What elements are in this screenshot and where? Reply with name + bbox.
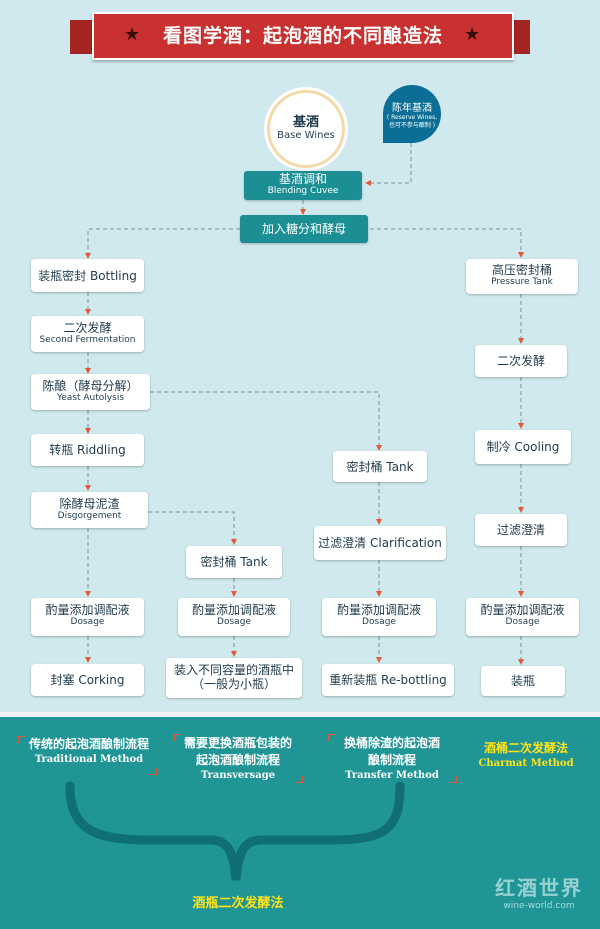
tank-node-2: 密封桶 Tank	[333, 451, 427, 482]
blending-en: Blending Cuvee	[267, 186, 339, 196]
blending-zh: 基酒调和	[278, 172, 327, 186]
bottling-label: 装瓶	[510, 674, 535, 688]
bottle-fermentation-label: 酒瓶二次发酵法	[192, 896, 284, 911]
page-title: 看图学酒：起泡酒的不同酿造法	[162, 25, 443, 47]
wine-world-logo: 红酒世界	[495, 876, 583, 900]
charmat-method-label: 酒桶二次发酵法 Charmat Method	[466, 740, 586, 770]
base-wines-node: 基酒 Base Wines	[267, 90, 345, 168]
traditional-en: Traditional Method	[34, 754, 144, 765]
sugar-yeast-label: 加入糖分和酵母	[261, 222, 346, 236]
dosage-node-4: 酌量添加调配液 Dosage	[466, 598, 579, 636]
dosage-zh: 酌量添加调配液	[45, 603, 130, 617]
second-fermentation-node: 二次发酵 Second Fermentation	[31, 316, 144, 352]
reserve-wines-en: ( Reserve Wines,	[386, 114, 438, 121]
pressure-tank-node: 高压密封桶 Pressure Tank	[466, 259, 578, 294]
base-wines-en: Base Wines	[277, 130, 335, 141]
wine-world-url: wine-world.com	[503, 901, 575, 911]
second-fermentation-node-4: 二次发酵	[475, 345, 567, 377]
dosage-node-1: 酌量添加调配液 Dosage	[31, 598, 144, 636]
title-banner: ★ 看图学酒：起泡酒的不同酿造法 ★	[92, 12, 514, 60]
dosage-zh: 酌量添加调配液	[480, 603, 565, 617]
rebottling-node: 重新装瓶 Re-bottling	[322, 664, 454, 696]
yeast-autolysis-en: Yeast Autolysis	[56, 393, 125, 403]
sugar-yeast-node: 加入糖分和酵母	[240, 215, 368, 243]
clarification-label: 过滤澄清 Clarification	[318, 536, 442, 550]
transversage-zh-1: 需要更换酒瓶包装的	[183, 736, 292, 750]
clarification-node-4: 过滤澄清	[475, 514, 567, 546]
reserve-wines-note: 也可不参与酿制 )	[388, 122, 436, 129]
charmat-en: Charmat Method	[478, 758, 574, 769]
rebottling-label: 重新装瓶 Re-bottling	[329, 673, 447, 687]
small-bottle-line2: （一般为小瓶）	[191, 677, 276, 691]
dosage-zh: 酌量添加调配液	[336, 603, 421, 617]
yeast-autolysis-node: 陈酿（酵母分解） Yeast Autolysis	[31, 374, 150, 410]
riddling-node: 转瓶 Riddling	[31, 434, 144, 466]
bottling-node: 装瓶密封 Bottling	[31, 259, 144, 292]
bracket-corner	[18, 736, 25, 743]
corking-node: 封塞 Corking	[31, 664, 144, 696]
transfer-zh-1: 换桶除渣的起泡酒	[343, 736, 440, 750]
tank-node-1: 密封桶 Tank	[186, 546, 282, 578]
dosage-en: Dosage	[362, 617, 396, 627]
brand-watermark: 红酒世界 wine-world.com	[494, 872, 584, 911]
dosage-zh: 酌量添加调配液	[191, 603, 276, 617]
dosage-en: Dosage	[505, 617, 540, 627]
tank-label: 密封桶 Tank	[346, 459, 414, 474]
reserve-wines-zh: 陈年基酒	[392, 103, 432, 114]
disgorgement-node: 除酵母泥渣 Disgorgement	[31, 492, 148, 528]
cooling-label: 制冷 Cooling	[486, 440, 560, 454]
corking-label: 封塞 Corking	[50, 673, 125, 687]
second-fermentation-en: Second Fermentation	[39, 335, 136, 345]
bracket-corner	[174, 734, 181, 741]
clarification-label: 过滤澄清	[496, 523, 545, 537]
transversage-zh-2: 起泡酒酿制流程	[195, 753, 280, 767]
dosage-node-2: 酌量添加调配液 Dosage	[178, 598, 290, 636]
bracket-corner	[150, 768, 157, 775]
blending-node: 基酒调和 Blending Cuvee	[244, 171, 362, 200]
bracket-corner	[450, 776, 457, 783]
small-bottle-line1: 装入不同容量的酒瓶中	[173, 663, 294, 677]
tank-label: 密封桶 Tank	[200, 555, 268, 569]
transversage-en: Transversage	[200, 770, 276, 781]
base-wines-zh: 基酒	[292, 115, 319, 130]
transfer-method-label: 换桶除渣的起泡酒 酿制流程 Transfer Method	[330, 735, 454, 782]
transversage-label: 需要更换酒瓶包装的 起泡酒酿制流程 Transversage	[176, 735, 300, 782]
connector-lines	[85, 143, 524, 665]
small-bottle-node: 装入不同容量的酒瓶中 （一般为小瓶）	[166, 658, 302, 698]
cooling-node: 制冷 Cooling	[475, 430, 571, 464]
yeast-autolysis-zh: 陈酿（酵母分解）	[42, 379, 139, 393]
star-icon: ★	[124, 24, 141, 45]
second-fermentation-label: 二次发酵	[496, 354, 545, 368]
transfer-en: Transfer Method	[345, 770, 439, 781]
dosage-en: Dosage	[217, 617, 251, 627]
transfer-zh-2: 酿制流程	[367, 753, 416, 767]
disgorgement-zh: 除酵母泥渣	[59, 497, 120, 511]
bottling-label: 装瓶密封 Bottling	[38, 268, 137, 283]
riddling-label: 转瓶 Riddling	[49, 443, 126, 457]
disgorgement-en: Disgorgement	[57, 511, 122, 521]
dosage-en: Dosage	[70, 617, 105, 627]
second-fermentation-zh: 二次发酵	[63, 321, 112, 335]
charmat-zh: 酒桶二次发酵法	[483, 741, 568, 755]
bracket-corner	[296, 776, 303, 783]
bottling-node-4: 装瓶	[481, 666, 565, 696]
bracket-corner	[328, 734, 335, 741]
traditional-method-label: 传统的起泡酒酿制流程 Traditional Method	[20, 736, 158, 766]
dosage-node-3: 酌量添加调配液 Dosage	[322, 598, 436, 636]
reserve-wines-node: 陈年基酒 ( Reserve Wines, 也可不参与酿制 )	[383, 85, 441, 143]
pressure-tank-en: Pressure Tank	[491, 277, 553, 287]
star-icon: ★	[464, 24, 481, 45]
clarification-node: 过滤澄清 Clarification	[314, 526, 446, 560]
pressure-tank-zh: 高压密封桶	[491, 263, 552, 277]
traditional-zh: 传统的起泡酒酿制流程	[28, 737, 149, 751]
